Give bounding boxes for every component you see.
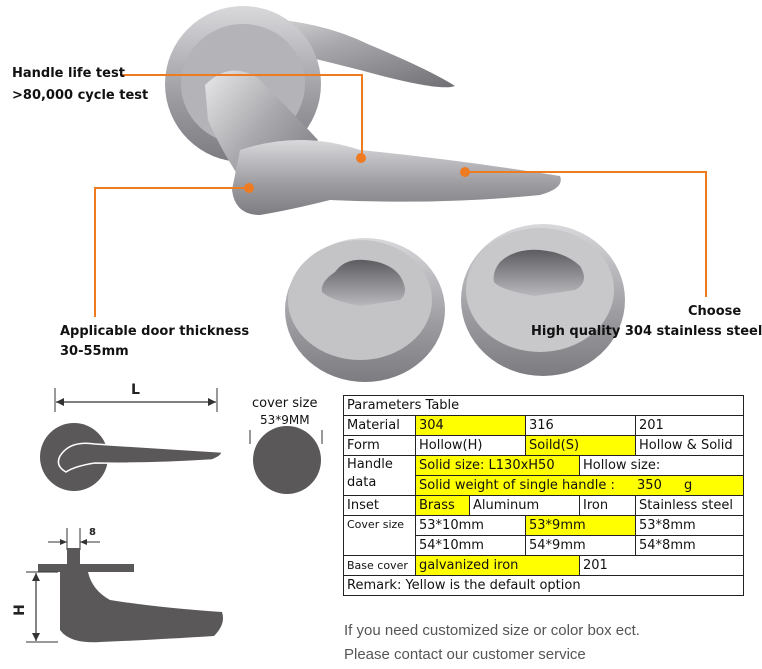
cover-54-9: 54*9mm — [525, 535, 636, 556]
width-label: 8 — [89, 527, 96, 538]
cover-size-value: 53*9MM — [260, 413, 310, 427]
base-galvanized-iron: galvanized iron — [415, 555, 580, 576]
cover-size-title: cover size — [252, 396, 318, 411]
table-row: 54*10mm 54*9mm 54*8mm — [344, 535, 744, 556]
cover-54-10: 54*10mm — [415, 535, 526, 556]
base-201: 201 — [579, 555, 744, 576]
door-thickness-title: Applicable door thickness — [60, 324, 250, 339]
row-label-base-cover: Base cover — [343, 555, 416, 576]
length-label: L — [131, 382, 140, 398]
cover-53-8: 53*8mm — [635, 515, 744, 536]
handle-label-line1: Handle — [347, 457, 393, 472]
inset-stainless: Stainless steel — [635, 495, 744, 516]
inset-aluminum: Aluminum — [469, 495, 580, 516]
form-solid: Soild(S) — [525, 435, 636, 456]
table-row: Inset Brass Aluminum Iron Stainless stee… — [343, 495, 744, 516]
material-201: 201 — [635, 415, 744, 436]
product-photo — [165, 6, 625, 382]
cover-54-8: 54*8mm — [635, 535, 744, 556]
solid-weight: Solid weight of single handle : 350 g — [415, 475, 744, 496]
row-label-material: Material — [343, 415, 416, 436]
solid-weight-unit: g — [684, 477, 693, 493]
cover-53-10: 53*10mm — [415, 515, 526, 536]
row-label-inset: Inset — [343, 495, 416, 516]
door-thickness-detail: 30-55mm — [60, 344, 129, 359]
form-hollow: Hollow(H) — [415, 435, 526, 456]
form-hollow-solid: Hollow & Solid — [635, 435, 744, 456]
solid-weight-value: 350 — [637, 477, 662, 493]
material-316: 316 — [525, 415, 636, 436]
handle-label-line2: data — [347, 475, 377, 490]
steel-title: Choose — [688, 304, 742, 319]
table-remark: Remark: Yellow is the default option — [343, 575, 744, 596]
solid-size: Solid size: L130xH50 — [415, 455, 580, 476]
top-view-lever — [57, 442, 223, 473]
footer-note-contact: Please contact our customer service — [344, 646, 586, 663]
cover-circle — [253, 426, 321, 494]
material-304: 304 — [415, 415, 526, 436]
cover-53-9: 53*9mm — [525, 515, 636, 536]
row-label-cover-size: Cover size — [343, 515, 416, 556]
inset-brass: Brass — [415, 495, 470, 516]
row-label-form: Form — [343, 435, 416, 456]
parameters-table: Parameters Table Material 304 316 201 Fo… — [343, 395, 744, 596]
footer-note-customize: If you need customized size or color box… — [344, 622, 640, 639]
row-label-handle-data: Handle data — [343, 455, 416, 496]
dimension-diagram — [26, 388, 323, 643]
height-label: H — [11, 604, 28, 616]
table-row: Handle data Solid size: L130xH50 Hollow … — [343, 455, 744, 496]
table-row: Material 304 316 201 — [343, 415, 744, 436]
table-row: Cover size 53*10mm 53*9mm 53*8mm — [343, 515, 744, 556]
front-lever — [232, 140, 561, 215]
table-title: Parameters Table — [343, 395, 744, 416]
callout-dot-door — [244, 183, 254, 193]
side-view-rose — [38, 564, 134, 572]
side-view-spindle — [67, 548, 80, 564]
table-row: Solid weight of single handle : 350 g — [344, 475, 744, 496]
table-row: Base cover galvanized iron 201 — [343, 555, 744, 576]
steel-detail: High quality 304 stainless steel — [531, 324, 762, 339]
life-test-detail: >80,000 cycle test — [12, 88, 149, 103]
callout-dot-life-test — [356, 153, 366, 163]
table-row: Form Hollow(H) Soild(S) Hollow & Solid — [343, 435, 744, 456]
life-test-title: Handle life test — [12, 66, 125, 81]
side-view-lever — [60, 572, 223, 643]
inset-iron: Iron — [579, 495, 636, 516]
solid-weight-label: Solid weight of single handle : — [419, 477, 615, 493]
hollow-size: Hollow size: — [579, 455, 744, 476]
